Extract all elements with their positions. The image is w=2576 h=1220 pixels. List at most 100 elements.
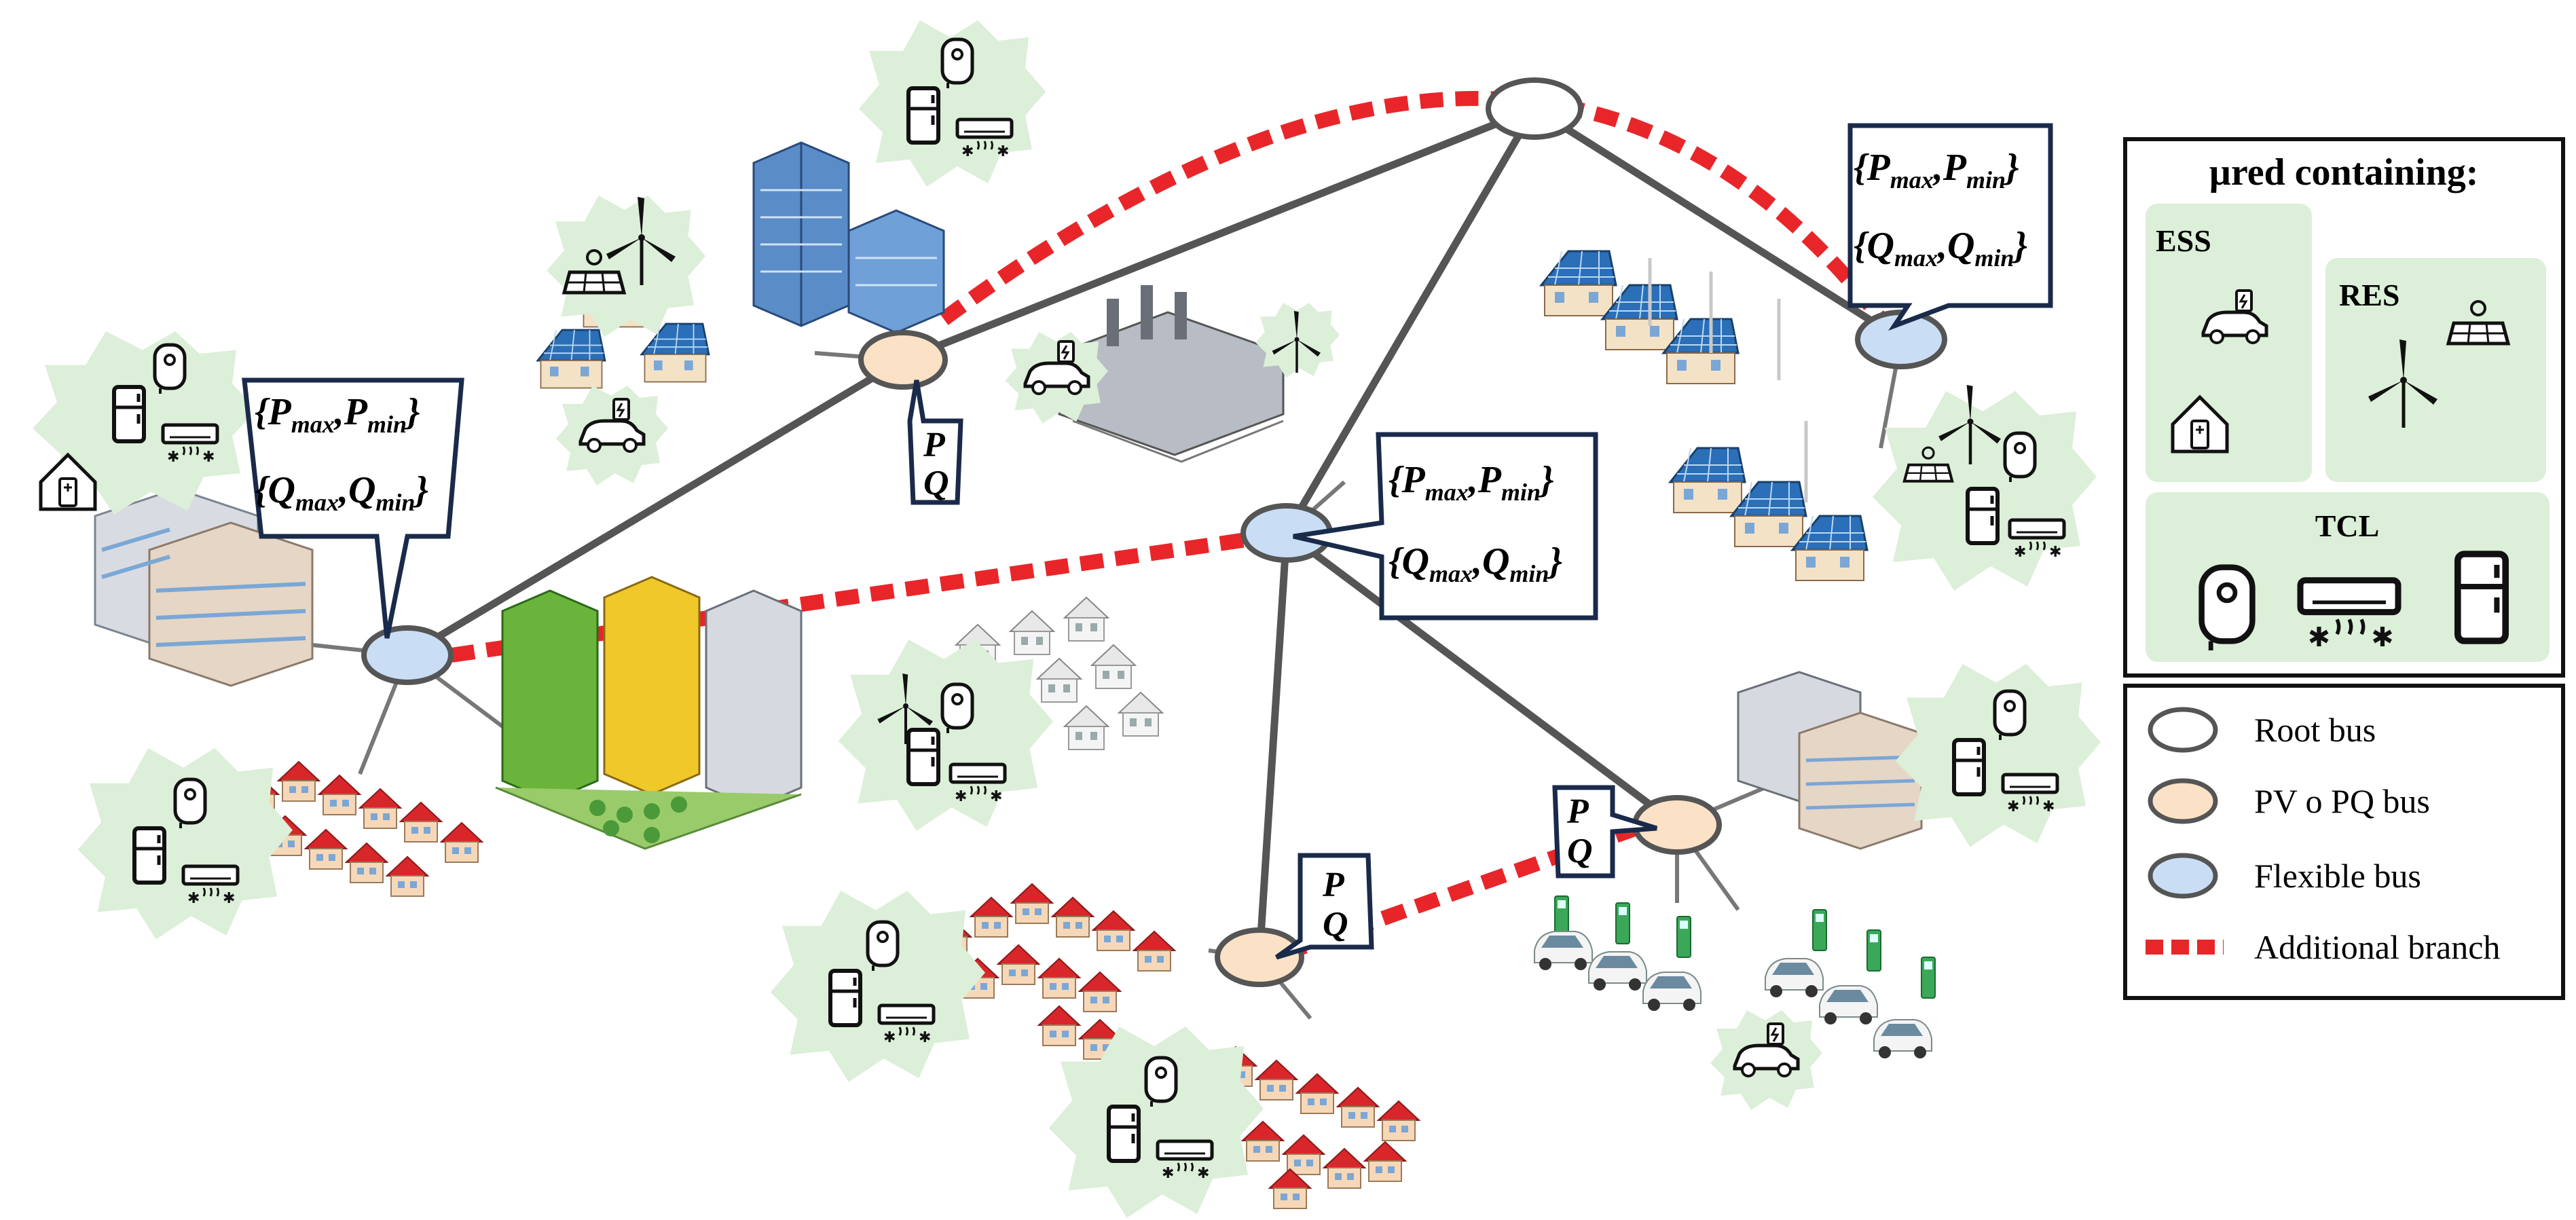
legend-root-bus-swatch [2148,707,2218,753]
label-q: Q [1567,832,1593,870]
legend-microgrid: µred containing: ESS RES TCL [2123,137,2565,678]
symbol-p: P [1477,459,1502,501]
label-q: Q [1323,905,1348,944]
subscript-min: min [367,411,407,438]
fridge-icon [1954,740,1984,794]
symbol-q: Q [1867,225,1894,267]
branch [899,105,1539,364]
flexible-bus-left [361,625,454,685]
pq-bus-top-left [858,330,948,390]
res-label: RES [2339,278,2399,312]
water-heater-icon [2202,568,2253,650]
branch [1530,105,1905,344]
brace-open: { [255,469,270,511]
symbol-p: P [1401,459,1426,501]
fridge-icon [830,971,860,1025]
additional-branch-arc [939,91,1887,325]
legend-title: µred containing: [2209,151,2479,193]
fridge-icon [1968,489,1998,543]
svg-text:{Qmax,Qmin}: {Qmax,Qmin} [1854,225,2027,272]
water-heater-icon [1995,691,2025,740]
brace-open: { [1388,459,1404,501]
branch [1283,105,1539,537]
legend-pq-bus-swatch [2148,778,2218,824]
car-group-bottom-right [1710,1010,1822,1110]
callout-flex-left: {Pmax,Pmin} {Qmax,Qmin} [242,377,464,639]
brace-close: } [2011,225,2027,267]
subscript-min: min [1501,479,1541,506]
comma: , [337,469,348,511]
office-towers-top [752,141,945,334]
symbol-q: Q [348,469,375,511]
brace-open: { [1388,540,1404,583]
water-heater-icon [1146,1058,1176,1107]
subscript-max: max [291,411,335,438]
comma: , [1932,147,1943,189]
callout-flex-right: {Pmax,Pmin} {Qmax,Qmin} [1847,123,2053,331]
legend-buses: Root bus PV o PQ bus Flexible bus Additi… [2123,684,2565,1000]
fridge-icon [908,88,938,143]
brace-close: } [1538,459,1554,501]
fridge-icon [1109,1107,1139,1161]
brace-open: { [1854,147,1869,189]
symbol-p: P [1943,147,1967,189]
symbol-q: Q [268,469,295,511]
appliance-group-top [859,20,1046,187]
appliance-group-right-top [1873,385,2097,591]
brace-close: } [404,391,420,433]
subscript-min: min [1509,560,1549,587]
brace-open: { [255,391,270,433]
subscript-min: min [375,489,415,516]
svg-text:{Pmax,Pmin}: {Pmax,Pmin} [1854,147,2019,193]
brace-close: } [412,469,428,511]
office-right [1737,671,1923,850]
symbol-q: Q [1402,540,1429,583]
label-p: P [1322,866,1345,904]
fridge-icon [908,730,938,784]
label-q: Q [923,464,949,502]
comma: , [1467,459,1478,501]
appliance-group-bottom-1 [770,891,985,1082]
svg-text:{Pmax,Pmin}: {Pmax,Pmin} [255,391,420,438]
subscript-min: min [1974,244,2014,272]
branch [403,356,907,659]
callout-pq-bottom: P Q [1274,853,1374,960]
comma: , [333,391,344,433]
symbol-p: P [344,391,368,433]
symbol-p: P [268,391,292,433]
additional-branches [450,91,1887,961]
svg-text:{Qmax,Qmin}: {Qmax,Qmin} [1388,540,1562,587]
subscript-max: max [1890,166,1934,193]
legend-root-bus-label: Root bus [2254,711,2376,749]
wind-farm-top-right [1648,258,1808,502]
factory [1058,285,1285,463]
city-towers [495,576,803,850]
fridge-icon [134,828,164,883]
fridge-icon [114,387,144,441]
symbol-q: Q [1482,540,1509,583]
appliance-group-left [33,331,257,515]
subscript-max: max [295,489,339,516]
callout-flex-center: {Pmax,Pmin} {Qmax,Qmin} [1293,432,1598,621]
comma: , [1471,540,1482,583]
water-heater-icon [942,684,972,733]
subscript-max: max [1894,244,1938,272]
appliance-group-middle [838,640,1053,831]
comma: , [1936,225,1947,267]
label-p: P [923,426,946,464]
ess-label: ESS [2156,223,2211,258]
subscript-max: max [1429,560,1473,587]
root-bus [1486,77,1583,140]
additional-branch-left [450,529,1271,663]
appliance-group-bottom-left [77,748,293,940]
buses [361,77,1947,987]
water-heater-icon [868,922,898,971]
brace-close: } [2003,147,2019,189]
branch [1283,529,1681,829]
legend-additional-branch-label: Additional branch [2254,928,2500,966]
brace-close: } [1546,540,1562,583]
subscript-min: min [1966,166,2006,193]
appliance-group-bottom-2 [1048,1027,1264,1218]
symbol-p: P [1866,147,1891,189]
